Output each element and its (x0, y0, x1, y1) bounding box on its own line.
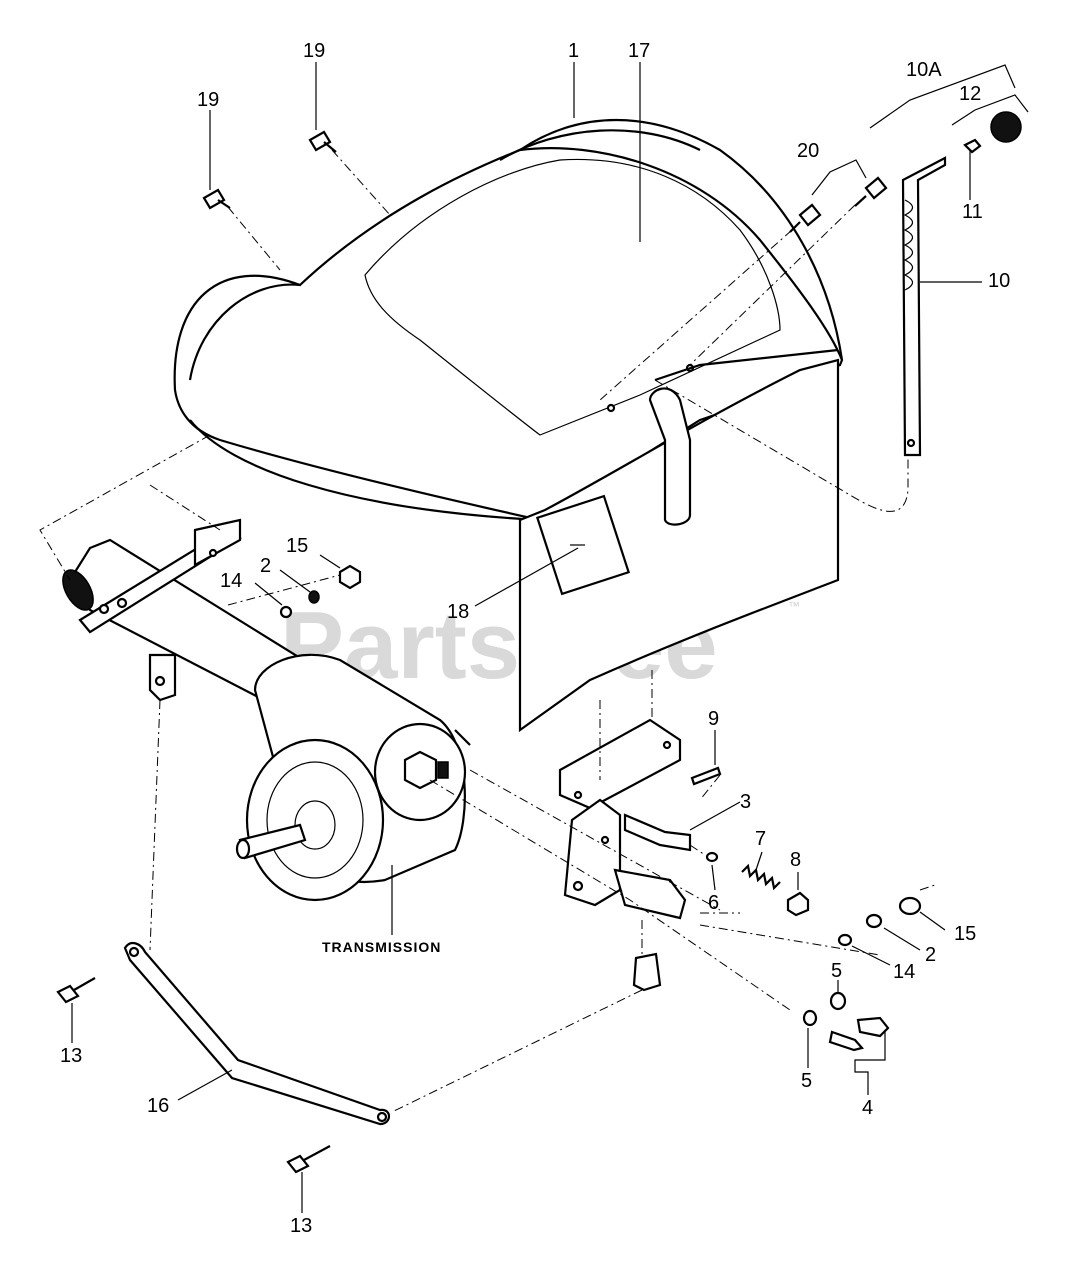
bolt-4-b (828, 1030, 865, 1052)
watermark-trademark: ™ (788, 599, 800, 613)
link-bar-part (123, 942, 391, 1126)
bolt-20-a (789, 203, 822, 233)
callout-9: 9 (708, 708, 719, 730)
callout-12: 12 (959, 83, 981, 105)
callout-17: 17 (628, 40, 650, 62)
callout-19-left: 19 (197, 89, 219, 111)
washer-6-part (705, 851, 719, 863)
assembly-lines (39, 149, 936, 1113)
washer-14-left (279, 605, 293, 619)
nut-15-left (338, 564, 362, 590)
clevis-bracket-part (558, 718, 722, 992)
callout-20: 20 (797, 140, 819, 162)
callout-14-left: 14 (220, 570, 242, 592)
callout-7: 7 (755, 828, 766, 850)
bolt-4-a (856, 1016, 890, 1038)
callout-8: 8 (790, 849, 801, 871)
spring-part (741, 863, 781, 891)
callout-10: 10 (988, 270, 1010, 292)
callout-18: 18 (447, 601, 469, 623)
callout-11: 11 (962, 201, 983, 223)
callout-10A: 10A (906, 59, 942, 81)
callout-19-top: 19 (303, 40, 325, 62)
callout-labels: 1 17 19 19 20 10A 12 11 10 15 2 14 18 9 … (60, 40, 1010, 1237)
bolt-13-upper (56, 977, 96, 1004)
callout-6: 6 (708, 892, 719, 914)
callout-5-upper: 5 (831, 960, 842, 982)
callout-2-right: 2 (925, 944, 936, 966)
callout-5-lower: 5 (801, 1070, 812, 1092)
callout-16: 16 (147, 1095, 169, 1117)
callout-15-right: 15 (954, 923, 976, 945)
callout-14-right: 14 (893, 961, 915, 983)
nut-15-right (898, 896, 922, 916)
nut-5-lower (802, 1009, 818, 1027)
callout-13-upper: 13 (60, 1045, 82, 1067)
transmission-part (235, 653, 471, 902)
washer-2-left (308, 590, 320, 604)
transmission-label: TRANSMISSION (322, 939, 441, 955)
callout-13-lower: 13 (290, 1215, 312, 1237)
washer-14-right (837, 933, 853, 947)
nut-5-upper (829, 991, 847, 1011)
callout-3: 3 (740, 791, 751, 813)
bolt-19-left (202, 188, 231, 210)
callout-1: 1 (568, 40, 579, 62)
callout-leaders (71, 62, 1029, 1213)
bolt-20-b (854, 176, 888, 207)
depth-bar-part (901, 111, 1022, 457)
bolt-13-lower (286, 1145, 331, 1174)
rear-flap-part (518, 348, 840, 733)
knob-8-part (786, 891, 810, 917)
callout-2-left: 2 (260, 555, 271, 577)
callout-15-left: 15 (286, 535, 308, 557)
washer-2-right (865, 913, 883, 929)
callout-4: 4 (862, 1097, 873, 1119)
bolt-19-top (308, 130, 337, 153)
